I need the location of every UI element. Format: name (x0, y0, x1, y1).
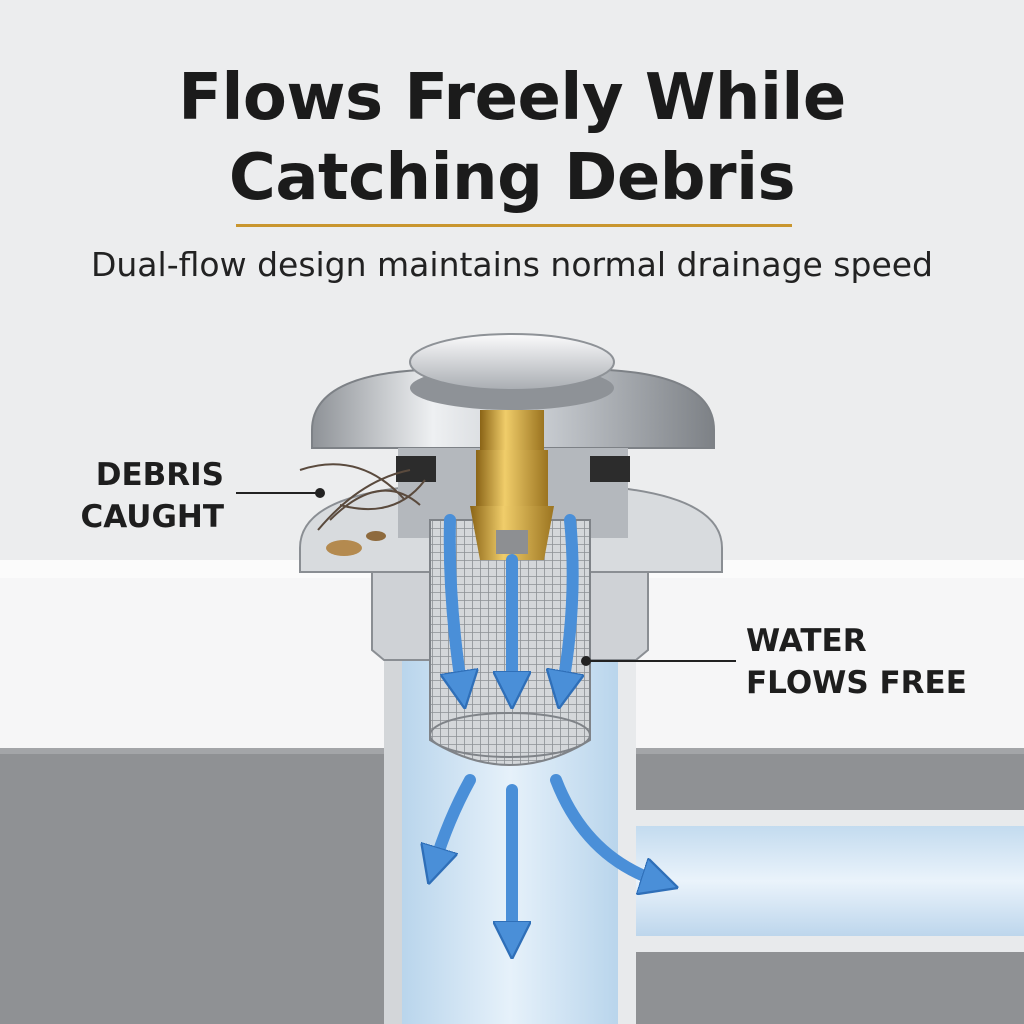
callout-debris: DEBRIS CAUGHT (64, 454, 225, 538)
callout-water-line-1: WATER (746, 623, 867, 659)
flow-arrow-left (450, 514, 462, 690)
water-leader-dot (581, 656, 591, 666)
headline: Flows Freely While Catching Debris (0, 58, 1024, 218)
debris-leader-dot (315, 488, 325, 498)
stem-tip (496, 530, 528, 554)
headline-line-1: Flows Freely While (178, 61, 846, 135)
hair-strands (299, 463, 426, 531)
debris (299, 463, 426, 556)
debris-clump (326, 540, 362, 556)
flow-arrow-out-right (550, 774, 660, 882)
callout-water-line-2: FLOWS FREE (746, 665, 967, 701)
seal-left (396, 456, 436, 482)
stem-body (476, 450, 548, 506)
debris-bit (366, 531, 386, 541)
pipe-wall-left (384, 660, 402, 1024)
brass-stem (470, 410, 554, 560)
callout-debris-line-1: DEBRIS (95, 457, 224, 493)
pop-up-cap (409, 333, 615, 410)
callout-debris-line-2: CAUGHT (80, 499, 225, 535)
headline-line-2: Catching Debris (228, 141, 796, 215)
subtitle: Dual-flow design maintains normal draina… (90, 245, 933, 284)
seal-right (590, 456, 630, 482)
cap-top (409, 333, 615, 391)
flow-arrow-right (562, 514, 573, 690)
stem-collar (480, 410, 544, 450)
mesh-bottom (429, 712, 591, 758)
accent-rule (236, 224, 792, 227)
pipe-water-horizontal (615, 826, 1024, 936)
flow-arrows (434, 514, 660, 940)
horizontal-pipe (615, 810, 1024, 952)
callout-water: WATER FLOWS FREE (746, 620, 1006, 704)
flow-arrow-out-left (434, 774, 476, 866)
